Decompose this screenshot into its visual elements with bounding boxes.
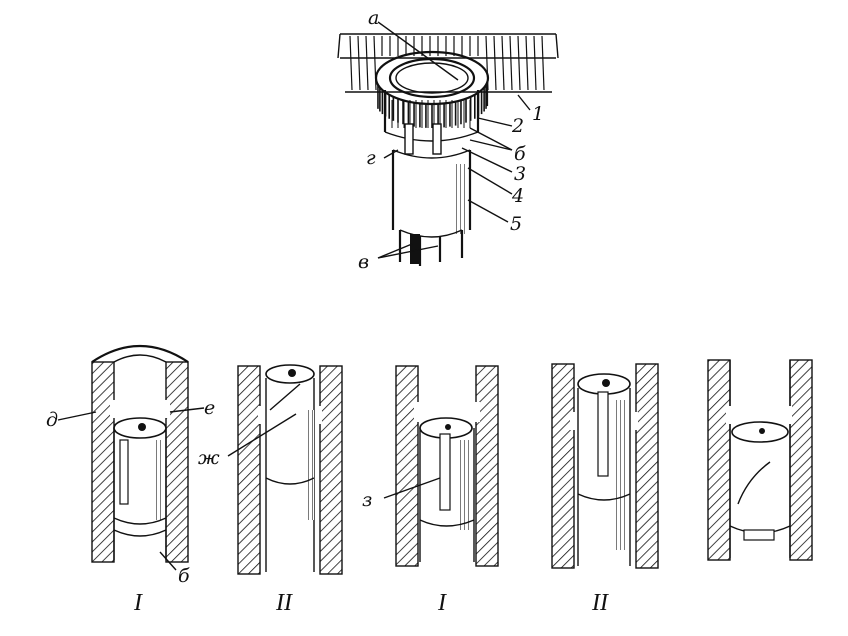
label-1: 1: [532, 103, 544, 125]
section-1-label-b: б: [178, 565, 190, 587]
label-2: 2: [511, 115, 524, 137]
hatch-stroke: [365, 35, 369, 91]
section-4: [551, 363, 659, 569]
label-4: 4: [511, 185, 524, 207]
hatch-stroke: [533, 35, 537, 91]
label-g: г: [366, 147, 376, 169]
hatch-stroke: [349, 35, 353, 91]
rotating-sleeve: [383, 90, 480, 142]
section-2: [227, 364, 343, 575]
hatch-stroke: [493, 35, 497, 91]
hatch-stroke: [509, 35, 513, 91]
section-5: [707, 359, 813, 561]
section-1-caption: I: [133, 590, 143, 616]
section-1-label-e: е: [204, 397, 215, 419]
section-3-caption: I: [437, 590, 447, 616]
section-4-caption: II: [591, 590, 609, 616]
hatch-stroke: [541, 35, 545, 91]
label-3: 3: [514, 163, 526, 185]
section-3-label-z: з: [362, 489, 372, 511]
gear-rack: [337, 33, 559, 93]
top-assembly: а 1 2 б г 3 4 5 в: [337, 7, 559, 273]
section-3: [383, 365, 499, 567]
label-5: 5: [510, 213, 522, 235]
section-1-label-d: д: [46, 409, 58, 431]
section-1: [57, 345, 205, 571]
hatch-stroke: [357, 35, 361, 91]
gear-ring: [374, 50, 490, 128]
hatch-stroke: [501, 35, 505, 91]
section-2-caption: II: [275, 590, 293, 616]
leader-lines: [377, 21, 531, 259]
plunger: [391, 123, 472, 266]
section-2-label-zh: ж: [198, 447, 220, 469]
hatch-stroke: [525, 35, 529, 91]
label-a: а: [368, 7, 379, 29]
hatch-stroke: [517, 35, 521, 91]
label-b: б: [514, 143, 526, 165]
label-v: в: [358, 251, 369, 273]
